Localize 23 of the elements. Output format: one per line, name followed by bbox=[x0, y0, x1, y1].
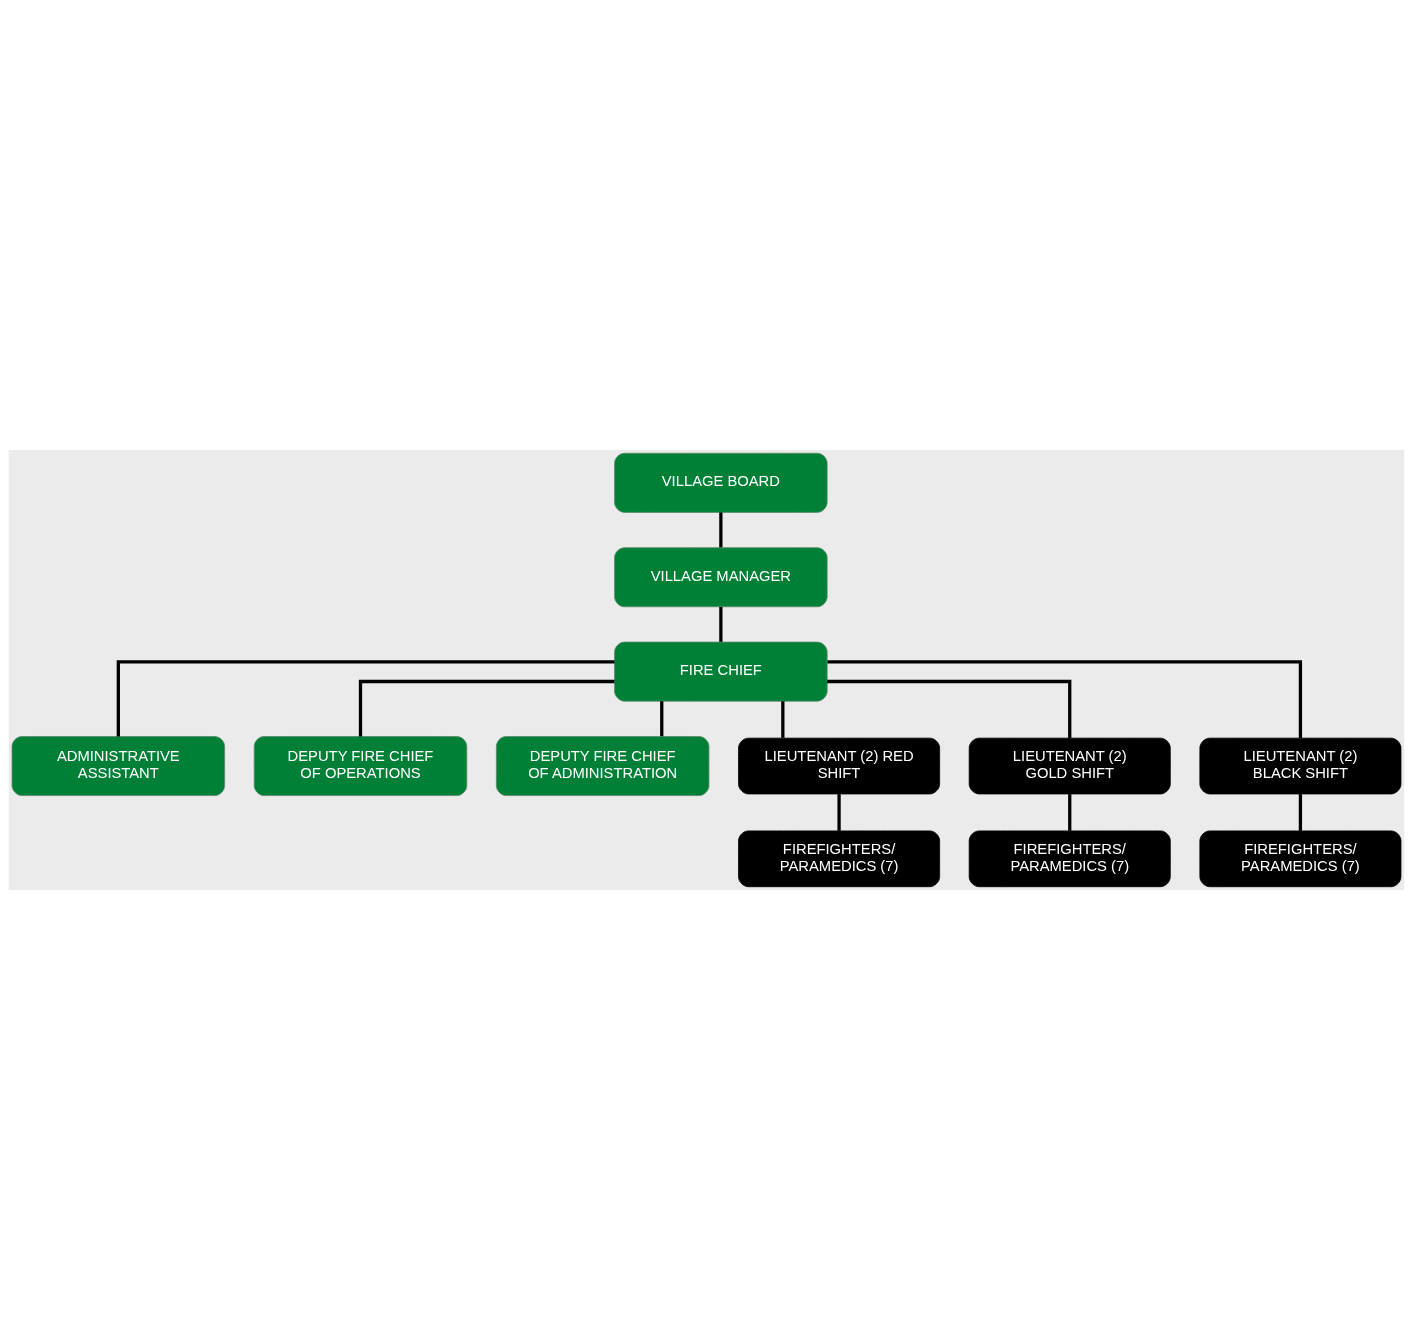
connector bbox=[719, 512, 723, 548]
node-box: FIREFIGHTERS/ PARAMEDICS (7) bbox=[968, 830, 1171, 888]
node-box: VILLAGE MANAGER bbox=[614, 547, 828, 608]
connector bbox=[660, 701, 664, 737]
connector bbox=[1298, 794, 1303, 831]
connector bbox=[1068, 794, 1072, 831]
connector bbox=[719, 606, 723, 642]
node-box: DEPUTY FIRE CHIEF OF OPERATIONS bbox=[253, 736, 468, 796]
node-box: VILLAGE BOARD bbox=[614, 452, 828, 513]
node-box: LIEUTENANT (2) GOLD SHIFT bbox=[968, 737, 1171, 795]
connector bbox=[827, 679, 1072, 739]
connector bbox=[116, 660, 615, 737]
connector bbox=[837, 794, 841, 831]
node-box: FIRE CHIEF bbox=[614, 641, 828, 702]
node-box: DEPUTY FIRE CHIEF OF ADMINISTRATION bbox=[495, 736, 710, 796]
node-box: LIEUTENANT (2) RED SHIFT bbox=[738, 737, 941, 795]
node-box: ADMINISTRATIVE ASSISTANT bbox=[11, 736, 226, 796]
connector bbox=[781, 701, 785, 738]
node-box: FIREFIGHTERS/ PARAMEDICS (7) bbox=[738, 830, 941, 888]
connector bbox=[358, 679, 615, 737]
node-box: LIEUTENANT (2) BLACK SHIFT bbox=[1199, 737, 1402, 795]
node-box: FIREFIGHTERS/ PARAMEDICS (7) bbox=[1199, 830, 1402, 888]
connector bbox=[827, 660, 1303, 739]
